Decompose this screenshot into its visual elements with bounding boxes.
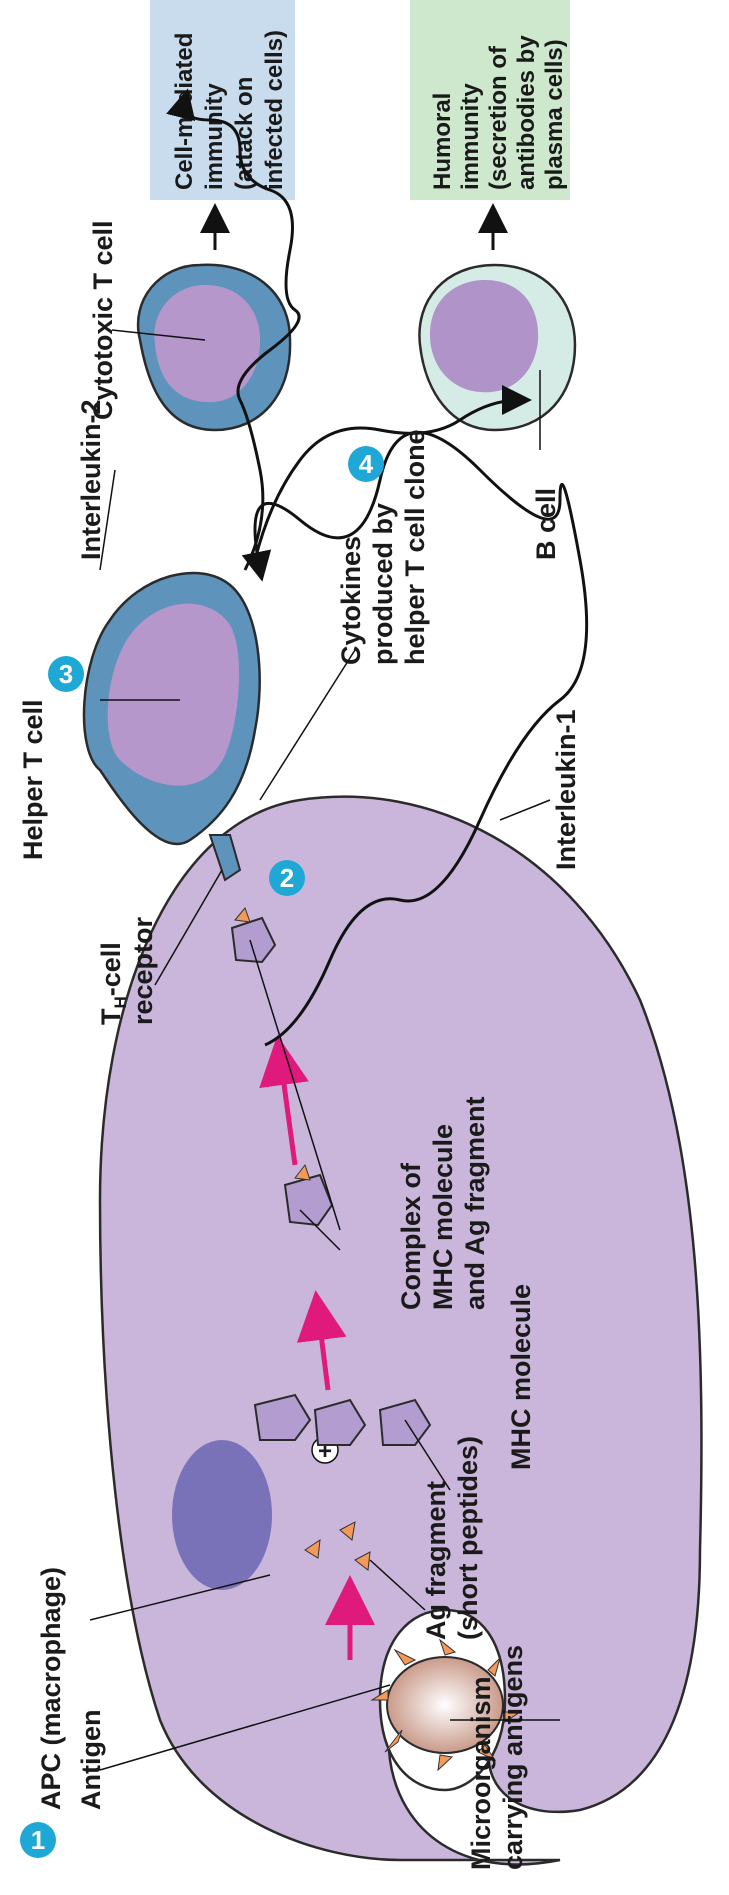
cytokines-label-2: produced by (368, 503, 398, 665)
step-3: 3 (59, 659, 73, 689)
apc-nucleus (172, 1440, 272, 1590)
cell-mediated-line-4: infected cells) (261, 30, 288, 190)
antigen-label: Antigen (76, 1710, 106, 1811)
microorganism-label-1: Microorganism (466, 1676, 496, 1870)
complex-label-3: and Ag fragment (460, 1096, 490, 1310)
b-cell (419, 265, 575, 430)
cytokines-label-3: helper T cell clone (400, 429, 430, 665)
interleukin-1-label: Interleukin-1 (551, 709, 581, 870)
cell-mediated-box: Cell-mediated immunity (attack on infect… (150, 0, 295, 200)
cytokines-label-1: Cytokines (336, 536, 366, 665)
cytotoxic-t-cell (138, 265, 290, 430)
complex-label-2: MHC molecule (428, 1124, 458, 1310)
th-receptor-label-1: TH-cell (96, 942, 130, 1025)
humoral-line-1: Humoral (429, 93, 456, 190)
microorganism-label-2: carrying antigens (498, 1645, 528, 1870)
humoral-line-2: immunity (457, 83, 484, 190)
th-receptor-label-2: receptor (128, 916, 158, 1025)
cell-mediated-line-2: immunity (201, 83, 228, 190)
step-1: 1 (31, 1825, 45, 1855)
complex-label-1: Complex of (396, 1162, 426, 1310)
helper-t-label: Helper T cell (18, 699, 48, 860)
humoral-line-4: antibodies by (513, 35, 540, 190)
mhc-molecule-label: MHC molecule (506, 1284, 536, 1470)
mhc-molecules (255, 1395, 430, 1445)
step-2: 2 (280, 863, 294, 893)
ag-fragment-label-2: (short peptides) (453, 1436, 483, 1640)
step-4: 4 (359, 449, 374, 479)
b-cell-label: B cell (531, 488, 561, 560)
ag-fragment-label-1: Ag fragment (421, 1481, 451, 1640)
humoral-box: Humoral immunity (secretion of antibodie… (410, 0, 570, 200)
cytotoxic-t-label: Cytotoxic T cell (88, 220, 118, 420)
apc-label: APC (macrophage) (36, 1567, 66, 1810)
humoral-line-3: (secretion of (485, 45, 512, 190)
humoral-line-5: plasma cells) (541, 39, 568, 190)
interleukin-2-label: Interleukin-2 (76, 399, 106, 560)
